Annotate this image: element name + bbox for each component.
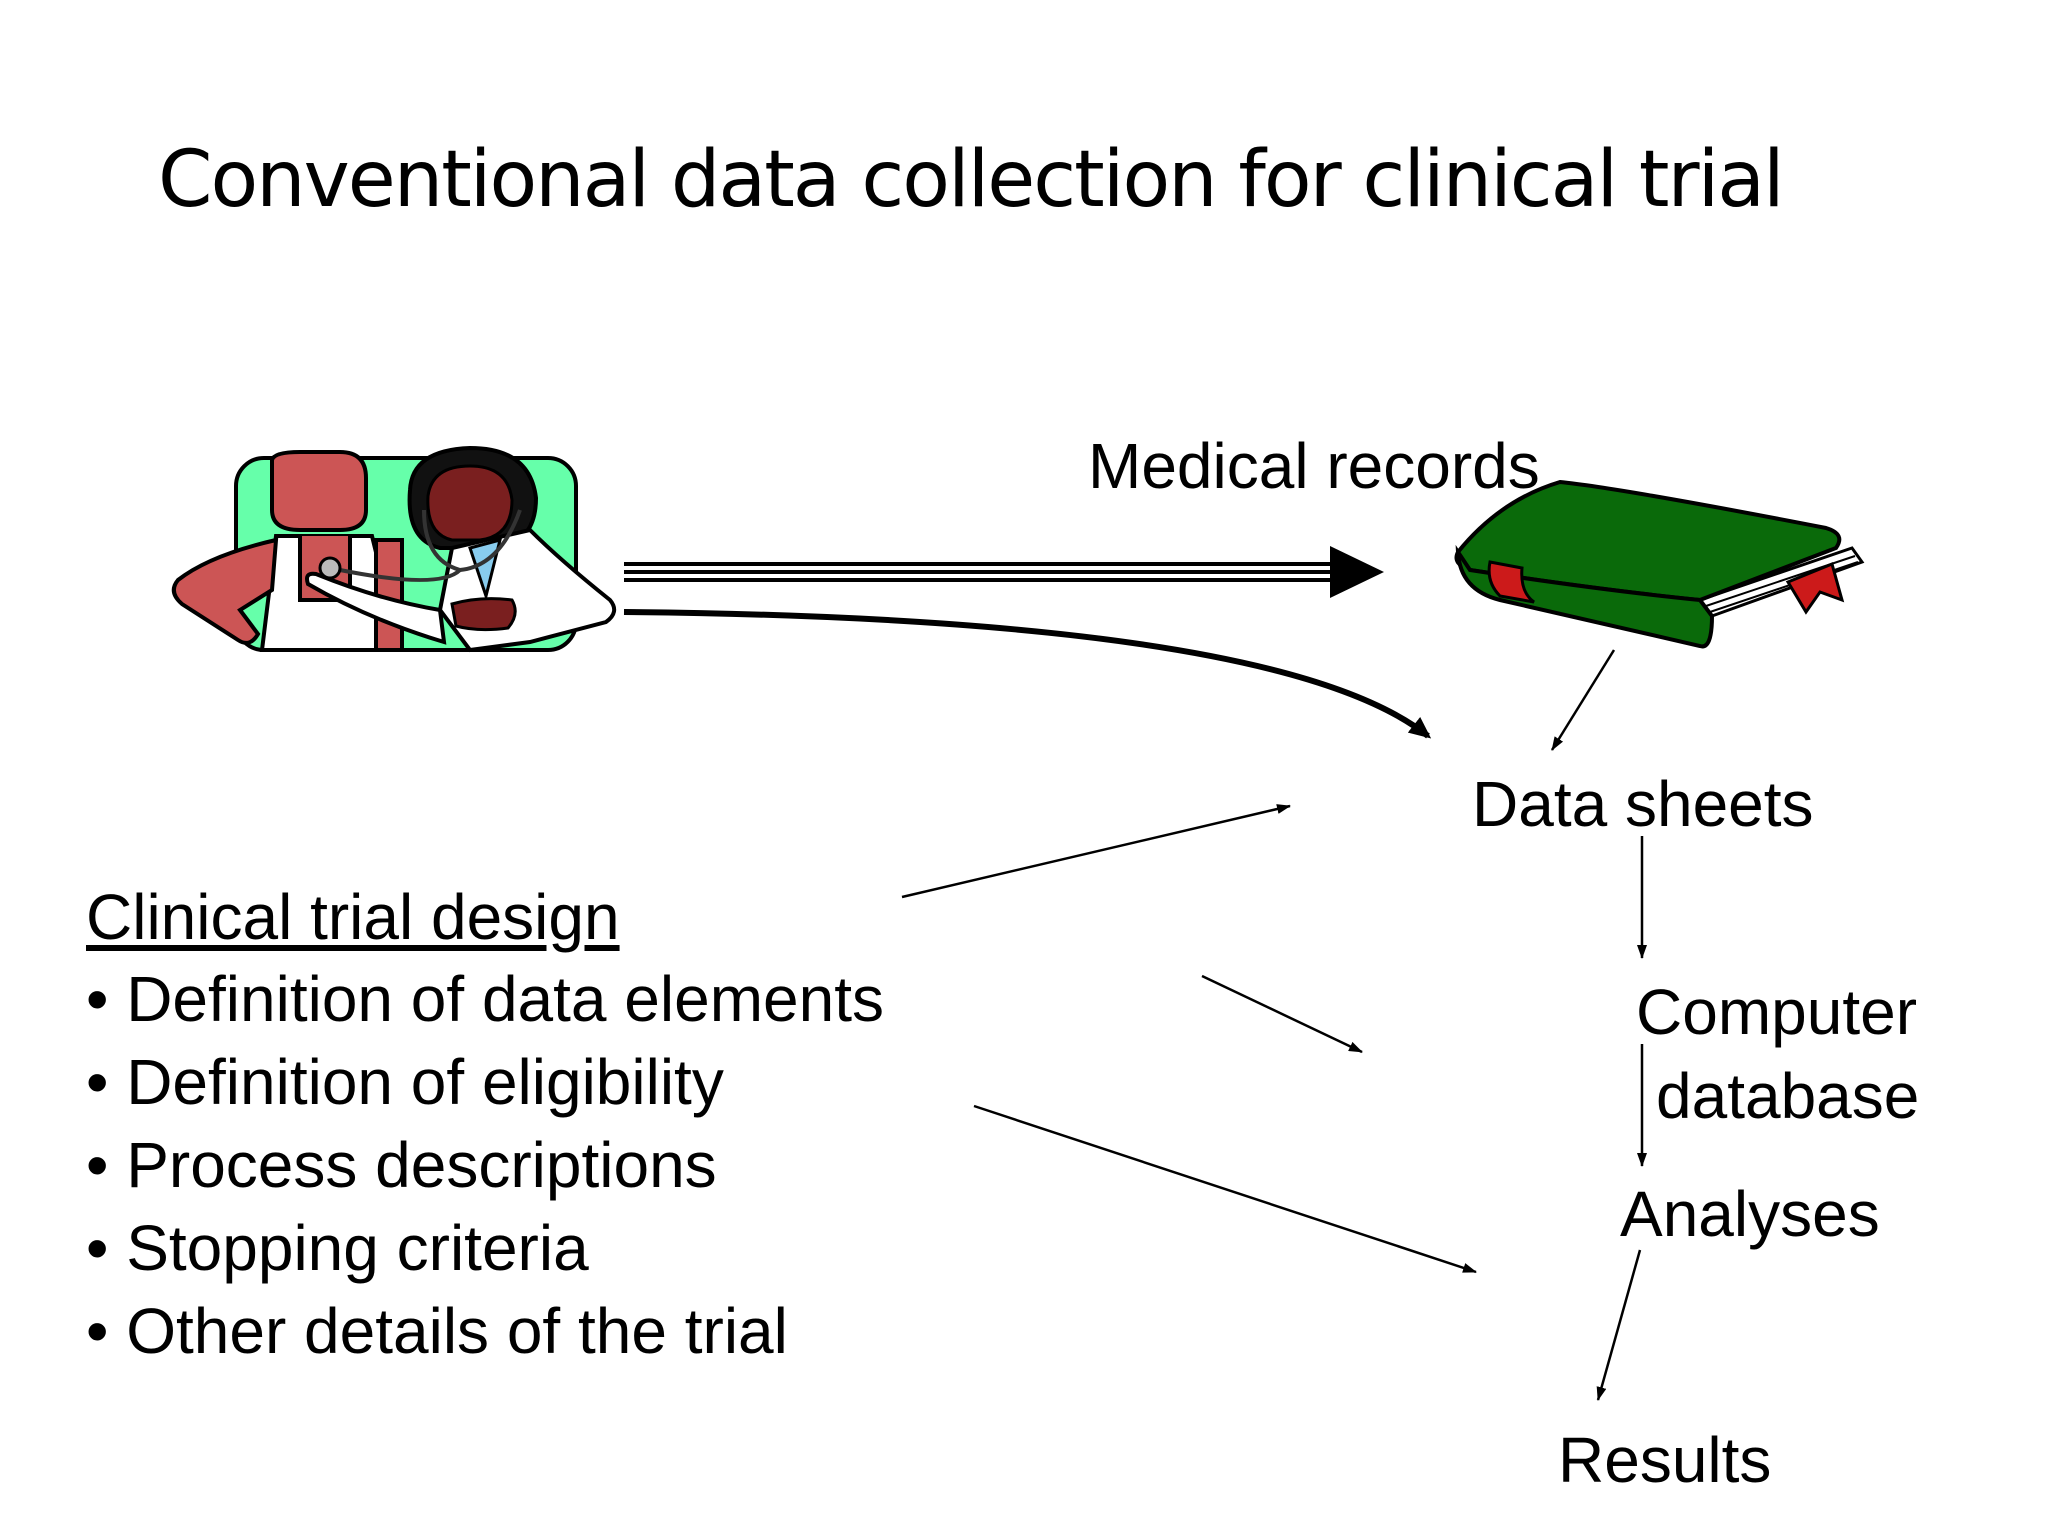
list-item: Process descriptions	[86, 1124, 884, 1207]
arrow-design-to-datasheets	[901, 804, 1291, 899]
design-heading: Clinical trial design	[86, 881, 620, 953]
arrow-clinic-to-datasheets	[623, 609, 1432, 739]
arrow-analyses-to-results	[1596, 1249, 1642, 1401]
arrow-records-to-datasheets	[1550, 649, 1616, 751]
medical-records-book-icon	[1454, 479, 1865, 649]
node-analyses: Analyses	[1620, 1178, 1880, 1250]
arrow-design-to-results	[973, 1104, 1477, 1274]
list-item: Definition of data elements	[86, 958, 884, 1041]
node-results: Results	[1558, 1424, 1772, 1496]
list-item: Stopping criteria	[86, 1207, 884, 1290]
list-item: Other details of the trial	[86, 1290, 884, 1373]
arrow-design-to-database	[1201, 974, 1363, 1054]
node-computer-database-line1: Computer	[1636, 976, 1917, 1048]
design-list: Definition of data elements Definition o…	[86, 958, 884, 1373]
arrow-clinic-to-records	[624, 546, 1384, 598]
node-data-sheets: Data sheets	[1472, 768, 1814, 840]
slide-title: Conventional data collection for clinica…	[158, 135, 1785, 225]
node-computer-database-line2: database	[1656, 1060, 1920, 1132]
doctor-examining-patient-icon	[171, 445, 617, 653]
list-item: Definition of eligibility	[86, 1041, 884, 1124]
node-medical-records: Medical records	[1088, 430, 1540, 502]
